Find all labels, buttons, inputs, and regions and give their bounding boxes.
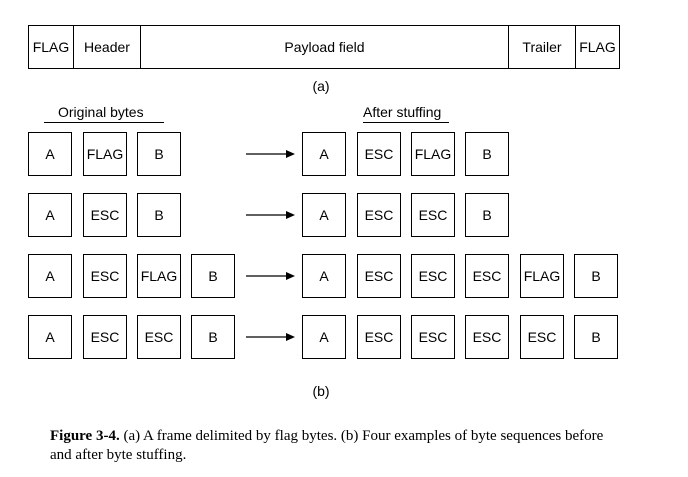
stuffed-byte-box: ESC: [357, 193, 401, 237]
original-byte-box: B: [191, 254, 235, 298]
frame-cell-trailer: Trailer: [509, 26, 576, 68]
stuffed-byte-box: ESC: [411, 315, 455, 359]
original-byte-box: A: [28, 193, 72, 237]
frame-cell-flag-end: FLAG: [579, 39, 616, 55]
right-arrow-icon: [246, 211, 295, 219]
stuffed-byte-box: ESC: [465, 315, 509, 359]
stuffed-byte-box: A: [302, 132, 346, 176]
right-arrow-icon: [246, 150, 295, 158]
part-b-label: (b): [312, 383, 330, 399]
original-byte-box: ESC: [83, 193, 127, 237]
right-arrow-icon: [246, 272, 295, 280]
original-byte-box: B: [137, 193, 181, 237]
stuffed-byte-box: ESC: [411, 193, 455, 237]
original-byte-box: FLAG: [83, 132, 127, 176]
frame-cell-header: Header: [74, 26, 141, 68]
stuffed-byte-box: A: [302, 315, 346, 359]
original-bytes-underline: [44, 122, 164, 123]
stuffed-byte-box: ESC: [357, 254, 401, 298]
stuffed-byte-box: A: [302, 193, 346, 237]
original-byte-box: B: [137, 132, 181, 176]
stuffed-byte-box: ESC: [520, 315, 564, 359]
original-byte-box: A: [28, 254, 72, 298]
original-byte-box: FLAG: [137, 254, 181, 298]
stuffed-byte-box: B: [465, 132, 509, 176]
original-byte-box: ESC: [83, 315, 127, 359]
stuffed-byte-box: ESC: [357, 132, 401, 176]
stuffed-byte-box: ESC: [465, 254, 509, 298]
after-stuffing-heading: After stuffing: [363, 104, 442, 120]
figure-number: Figure 3-4.: [50, 428, 120, 444]
figure-caption: Figure 3-4. (a) A frame delimited by fla…: [50, 427, 610, 465]
stuffed-byte-box: B: [574, 254, 618, 298]
stuffed-byte-box: ESC: [357, 315, 401, 359]
frame-cell-payload: Payload field: [141, 26, 509, 68]
right-arrow-icon: [246, 333, 295, 341]
stuffed-byte-box: ESC: [411, 254, 455, 298]
original-byte-box: A: [28, 315, 72, 359]
figure-caption-text: (a) A frame delimited by flag bytes. (b)…: [50, 428, 604, 463]
original-byte-box: ESC: [83, 254, 127, 298]
part-a-label: (a): [312, 78, 330, 94]
frame-diagram: FLAG Header Payload field Trailer FLAG: [28, 25, 620, 69]
stuffed-byte-box: A: [302, 254, 346, 298]
stuffed-byte-box: B: [465, 193, 509, 237]
frame-cell-flag-start: FLAG: [29, 26, 74, 68]
after-stuffing-underline: [363, 122, 449, 123]
stuffed-byte-box: FLAG: [411, 132, 455, 176]
stuffed-byte-box: B: [574, 315, 618, 359]
original-byte-box: B: [191, 315, 235, 359]
original-byte-box: A: [28, 132, 72, 176]
stuffed-byte-box: FLAG: [520, 254, 564, 298]
original-bytes-heading: Original bytes: [58, 104, 144, 120]
original-byte-box: ESC: [137, 315, 181, 359]
